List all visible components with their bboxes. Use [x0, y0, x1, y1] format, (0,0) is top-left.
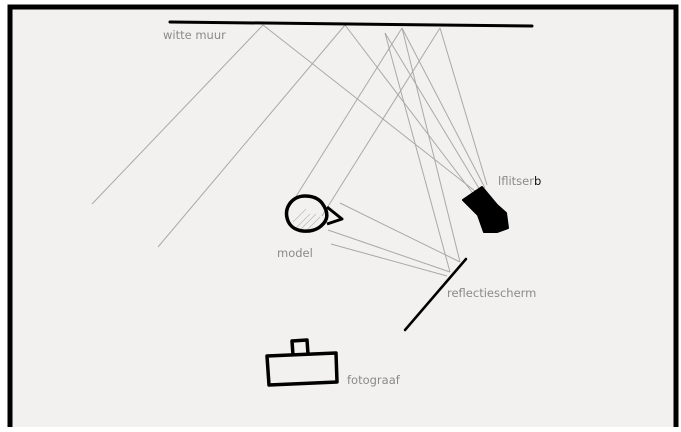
- ray-flash-to-wall-3: [384, 32, 481, 191]
- ray-flash-to-wall-5: [439, 27, 488, 186]
- photographer-label: fotograaf: [347, 373, 401, 387]
- ray-flash-to-wall-1: [262, 24, 481, 196]
- reflector-screen: [403, 257, 468, 332]
- flash-label: lflitserb: [498, 174, 541, 188]
- ray-wall-left-inner: [157, 24, 346, 248]
- ray-wall-to-reflector-2: [401, 27, 461, 263]
- model-label: model: [277, 246, 313, 260]
- reflector-label: reflectiescherm: [447, 286, 536, 300]
- ray-flash-to-wall-2: [344, 24, 479, 201]
- ray-wall-to-reflector-1: [384, 32, 451, 273]
- ray-wall-left-outer: [91, 24, 264, 205]
- frame: [7, 4, 679, 432]
- ray-reflector-to-model-3: [330, 243, 448, 277]
- ray-reflector-to-model-2: [327, 229, 451, 273]
- ray-reflector-to-model-1: [339, 202, 461, 263]
- ray-wall-to-model-2: [321, 27, 441, 217]
- light-rays: [91, 24, 488, 277]
- camera-icon: [265, 338, 339, 387]
- ray-wall-to-model-1: [289, 27, 403, 207]
- white-wall: [168, 20, 534, 28]
- head-icon: [284, 194, 344, 233]
- wall-label: witte muur: [163, 28, 226, 42]
- flash-unit-icon: [462, 186, 509, 233]
- ray-flash-to-wall-4: [401, 27, 486, 189]
